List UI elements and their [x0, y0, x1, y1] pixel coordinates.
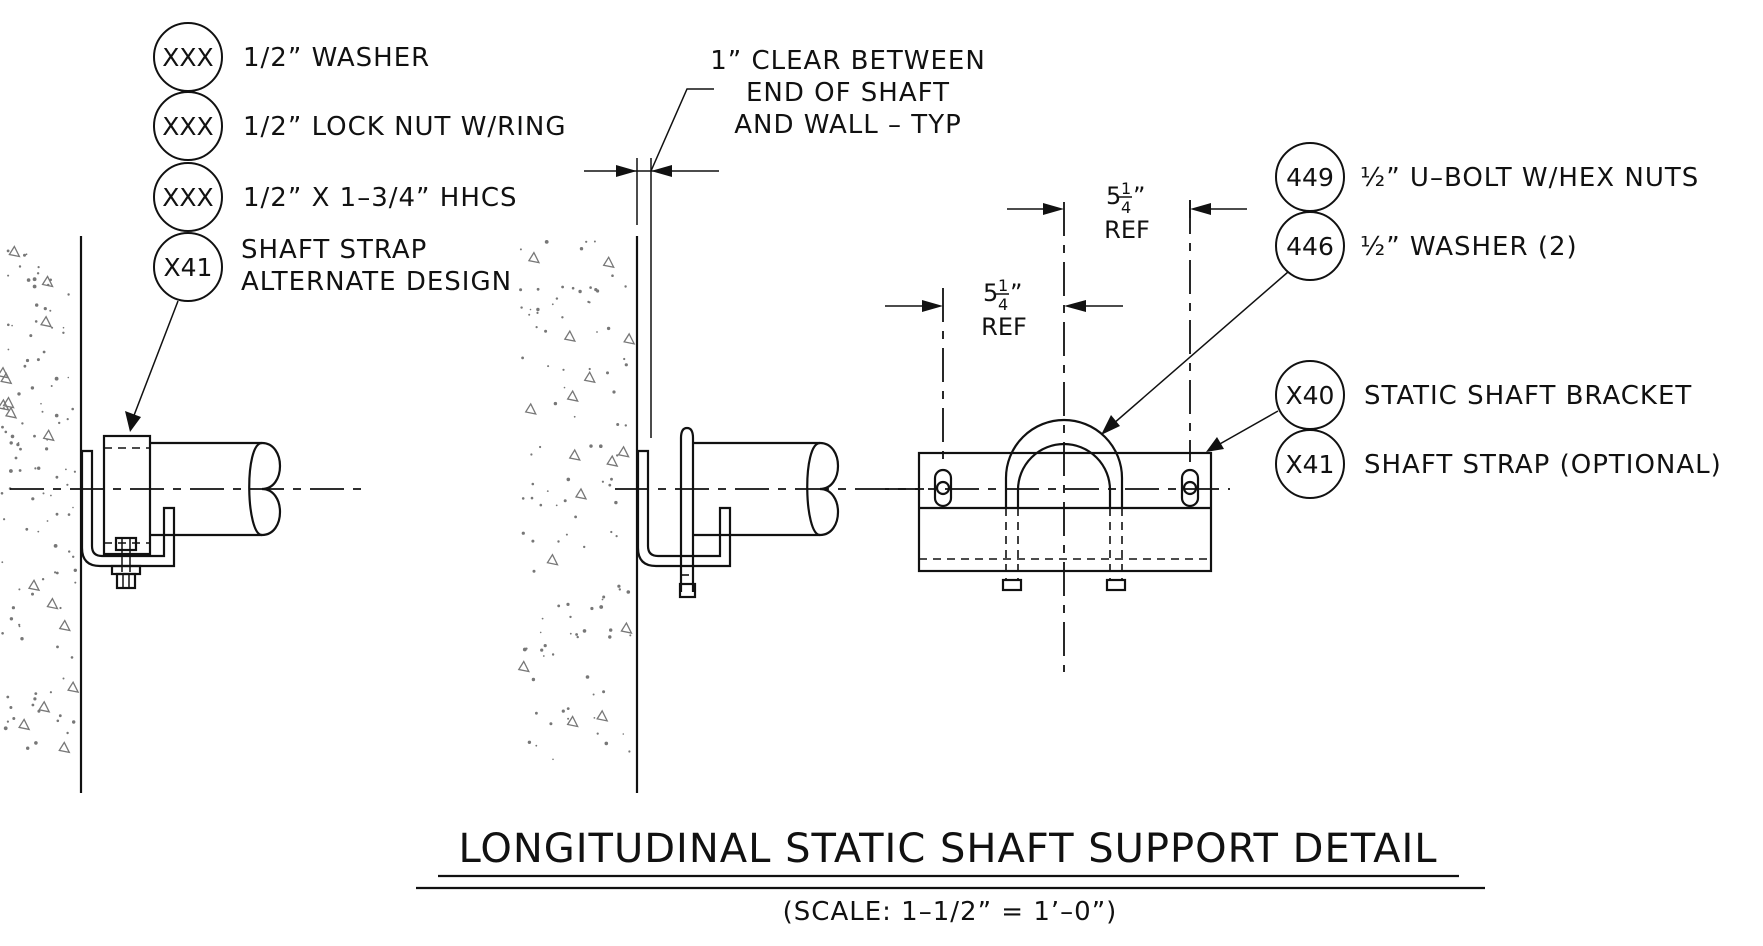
- callout-label: 1/2” LOCK NUT W/RING: [243, 112, 567, 142]
- dim-whole: 5: [983, 279, 998, 307]
- front-view-bracket: [885, 200, 1230, 672]
- callout-shaft-strap-alt: X41 SHAFT STRAP ALTERNATE DESIGN: [153, 232, 512, 302]
- callout-tag: X41: [164, 253, 213, 282]
- callout-tag: 446: [1286, 232, 1334, 261]
- right-callout-list: 449 ½” U–BOLT W/HEX NUTS 446 ½” WASHER (…: [1101, 142, 1722, 499]
- dim-numerator: 1: [998, 276, 1008, 295]
- dim-denominator: 4: [1121, 198, 1131, 217]
- callout-label: ½” U–BOLT W/HEX NUTS: [1360, 163, 1699, 193]
- leader-u-bolt: [1101, 271, 1289, 435]
- concrete-wall-middle: [517, 236, 639, 793]
- callout-label: ½” WASHER (2): [1360, 232, 1578, 262]
- clearance-note: 1” CLEAR BETWEEN END OF SHAFT AND WALL –…: [584, 46, 986, 438]
- title-block: LONGITUDINAL STATIC SHAFT SUPPORT DETAIL…: [416, 826, 1485, 927]
- concrete-wall-left: [0, 236, 83, 793]
- callout-static-shaft-bracket: X40 STATIC SHAFT BRACKET: [1275, 360, 1692, 430]
- leader-shaft-strap-alt: [125, 300, 179, 432]
- callout-label: 1/2” X 1–3/4” HHCS: [243, 183, 518, 213]
- leader-bracket: [1206, 410, 1279, 452]
- side-view-alternate: [10, 434, 362, 590]
- dim-whole: 5: [1106, 182, 1121, 210]
- dimension-lower: 5 1 4 ” REF: [885, 276, 1123, 341]
- callout-tag: XXX: [162, 112, 213, 141]
- left-callout-list: XXX 1/2” WASHER XXX 1/2” LOCK NUT W/RING…: [125, 22, 567, 432]
- dim-denominator: 4: [998, 295, 1008, 314]
- clear-note-line3: AND WALL – TYP: [734, 110, 962, 140]
- callout-label: STATIC SHAFT BRACKET: [1364, 381, 1692, 411]
- clear-note-line1: 1” CLEAR BETWEEN: [710, 46, 986, 76]
- drawing-scale: (SCALE: 1–1/2” = 1’–0”): [783, 897, 1118, 927]
- dim-numerator: 1: [1121, 179, 1131, 198]
- callout-tag: XXX: [162, 43, 213, 72]
- callout-tag: X41: [1286, 450, 1335, 479]
- callout-tag: X40: [1286, 381, 1335, 410]
- callout-hhcs: XXX 1/2” X 1–3/4” HHCS: [153, 162, 518, 232]
- callout-washer: XXX 1/2” WASHER: [153, 22, 430, 92]
- dimension-upper: 5 1 4 ” REF: [1007, 179, 1247, 244]
- callout-shaft-strap-optional: X41 SHAFT STRAP (OPTIONAL): [1275, 429, 1722, 499]
- callout-label: 1/2” WASHER: [243, 43, 430, 73]
- callout-label-line2: ALTERNATE DESIGN: [241, 267, 512, 297]
- callout-label: SHAFT STRAP (OPTIONAL): [1364, 450, 1722, 480]
- dim-ref: REF: [1104, 216, 1150, 244]
- drawing-title: LONGITUDINAL STATIC SHAFT SUPPORT DETAIL: [458, 826, 1437, 872]
- callout-label-line1: SHAFT STRAP: [241, 235, 427, 265]
- callout-washer-2: 446 ½” WASHER (2): [1275, 211, 1578, 281]
- callout-tag: 449: [1286, 163, 1334, 192]
- dim-ref: REF: [981, 313, 1027, 341]
- callout-u-bolt: 449 ½” U–BOLT W/HEX NUTS: [1275, 142, 1699, 212]
- callout-tag: XXX: [162, 183, 213, 212]
- dim-inch-mark: ”: [1010, 279, 1022, 307]
- callout-lock-nut: XXX 1/2” LOCK NUT W/RING: [153, 91, 567, 161]
- clear-note-line2: END OF SHAFT: [746, 78, 950, 108]
- side-view-main: [615, 426, 924, 599]
- dim-inch-mark: ”: [1133, 182, 1145, 210]
